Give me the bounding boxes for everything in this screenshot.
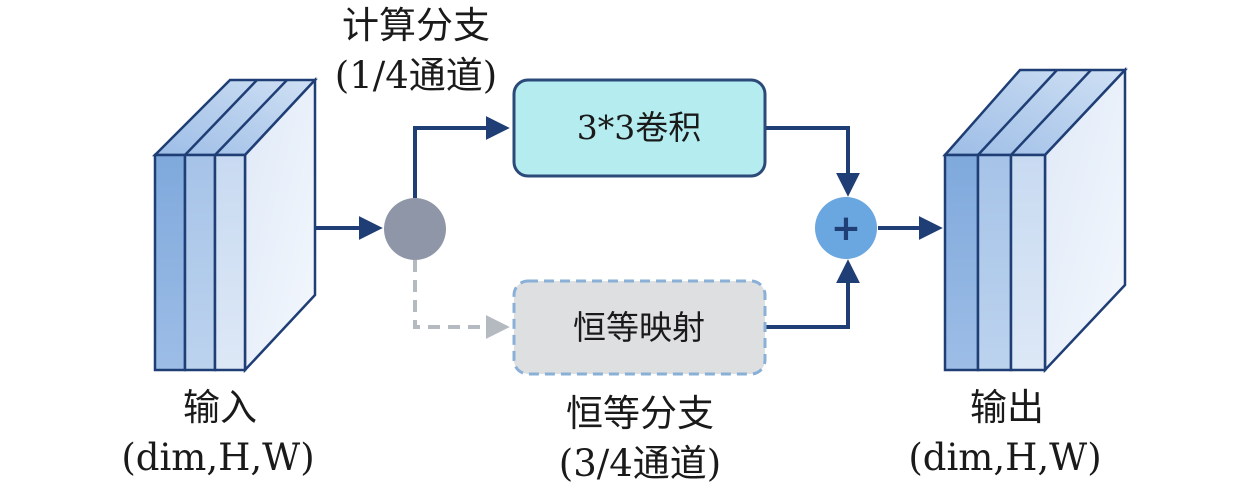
compute-branch-channels: (1/4通道)	[335, 54, 497, 97]
conv-to-add-arrow	[765, 126, 860, 197]
input-title: 输入	[183, 386, 257, 429]
identity-box	[512, 279, 767, 376]
conv-box-label: 3*3卷积	[577, 108, 702, 147]
add-symbol: +	[831, 208, 861, 249]
identity-branch-channels: (3/4通道)	[559, 442, 721, 485]
output-title: 输出	[970, 386, 1044, 429]
output-tensor-icon	[942, 66, 1128, 374]
output-dims: (dim,H,W)	[908, 436, 1101, 479]
split-node	[384, 198, 446, 260]
compute-branch-title: 计算分支	[342, 4, 490, 47]
add-node: +	[815, 197, 877, 259]
conv-box	[512, 78, 767, 178]
identity-to-add-arrow	[765, 259, 860, 329]
split-to-conv-arrow	[413, 116, 510, 198]
input-tensor-icon	[151, 76, 318, 374]
split-to-identity-arrow	[413, 260, 510, 339]
input-dims: (dim,H,W)	[121, 436, 314, 479]
identity-box-label: 恒等映射	[573, 308, 705, 347]
identity-branch-title: 恒等分支	[566, 392, 714, 435]
